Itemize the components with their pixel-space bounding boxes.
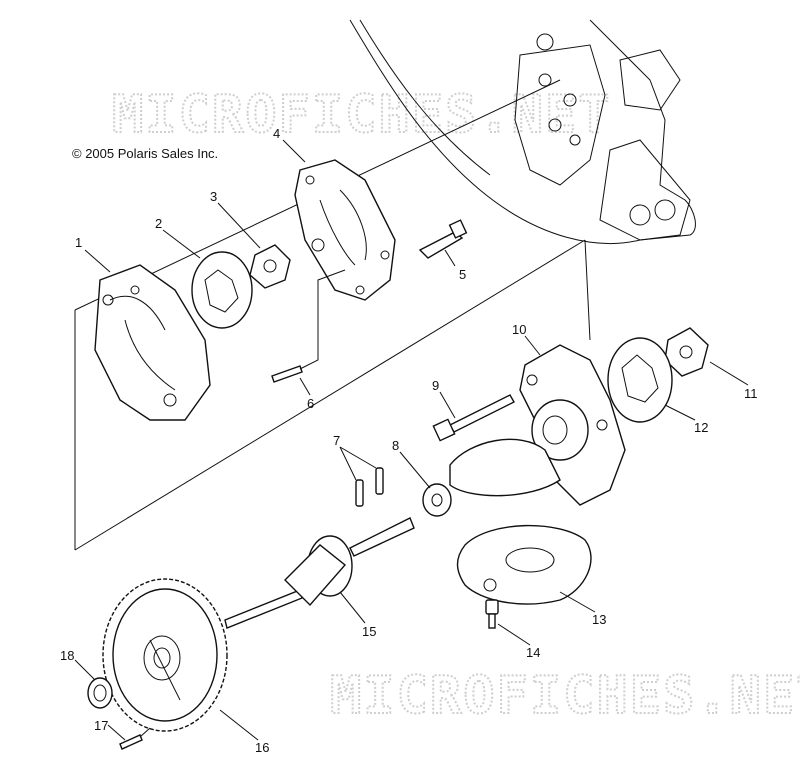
watermark-bottom: MICROFICHES.NET — [330, 666, 800, 726]
part-6-dowel-pin — [271, 269, 346, 383]
callout-11: 11 — [744, 386, 758, 401]
part-5-bolt — [418, 219, 468, 259]
callout-9: 9 — [432, 378, 439, 393]
part-8-washer — [422, 483, 452, 517]
part-7-pins — [355, 467, 384, 507]
part-1-pump-body — [94, 264, 211, 421]
callout-6: 6 — [307, 396, 314, 411]
part-14-screw — [485, 599, 499, 629]
callout-3: 3 — [210, 189, 217, 204]
part-10-pump-housing — [449, 344, 626, 506]
part-12-outer-rotor — [607, 337, 673, 423]
callout-16: 16 — [255, 740, 269, 755]
callout-8: 8 — [392, 438, 399, 453]
part-15-shaft — [224, 517, 415, 629]
callout-14: 14 — [526, 645, 540, 660]
part-3-inner-rotor — [249, 244, 291, 289]
callout-17: 17 — [94, 718, 108, 733]
part-13-screen-plate — [456, 524, 592, 605]
part-4-cover-plate — [294, 159, 396, 301]
callout-13: 13 — [592, 612, 606, 627]
callout-numbers: 1 2 3 4 5 6 7 8 9 10 11 12 13 14 15 16 1… — [60, 126, 758, 755]
guide-line-right — [584, 239, 591, 341]
callout-12: 12 — [694, 420, 708, 435]
callout-5: 5 — [459, 267, 466, 282]
callout-7: 7 — [333, 433, 340, 448]
watermark-top: MICROFICHES.NET — [112, 85, 612, 145]
leader-lines — [74, 139, 749, 741]
callout-4: 4 — [273, 126, 280, 141]
part-18-ring-washer — [87, 677, 113, 709]
copyright-text: © 2005 Polaris Sales Inc. — [72, 146, 219, 161]
part-2-outer-rotor — [191, 251, 253, 329]
callout-2: 2 — [155, 216, 162, 231]
guide-line-bottom — [74, 239, 586, 551]
callout-1: 1 — [75, 235, 82, 250]
engine-case — [349, 19, 696, 244]
part-17-small-screw — [119, 727, 151, 750]
part-16-gear — [102, 578, 228, 732]
callout-18: 18 — [60, 648, 74, 663]
part-9-long-bolt — [432, 394, 515, 442]
callout-15: 15 — [362, 624, 376, 639]
callout-10: 10 — [512, 322, 526, 337]
